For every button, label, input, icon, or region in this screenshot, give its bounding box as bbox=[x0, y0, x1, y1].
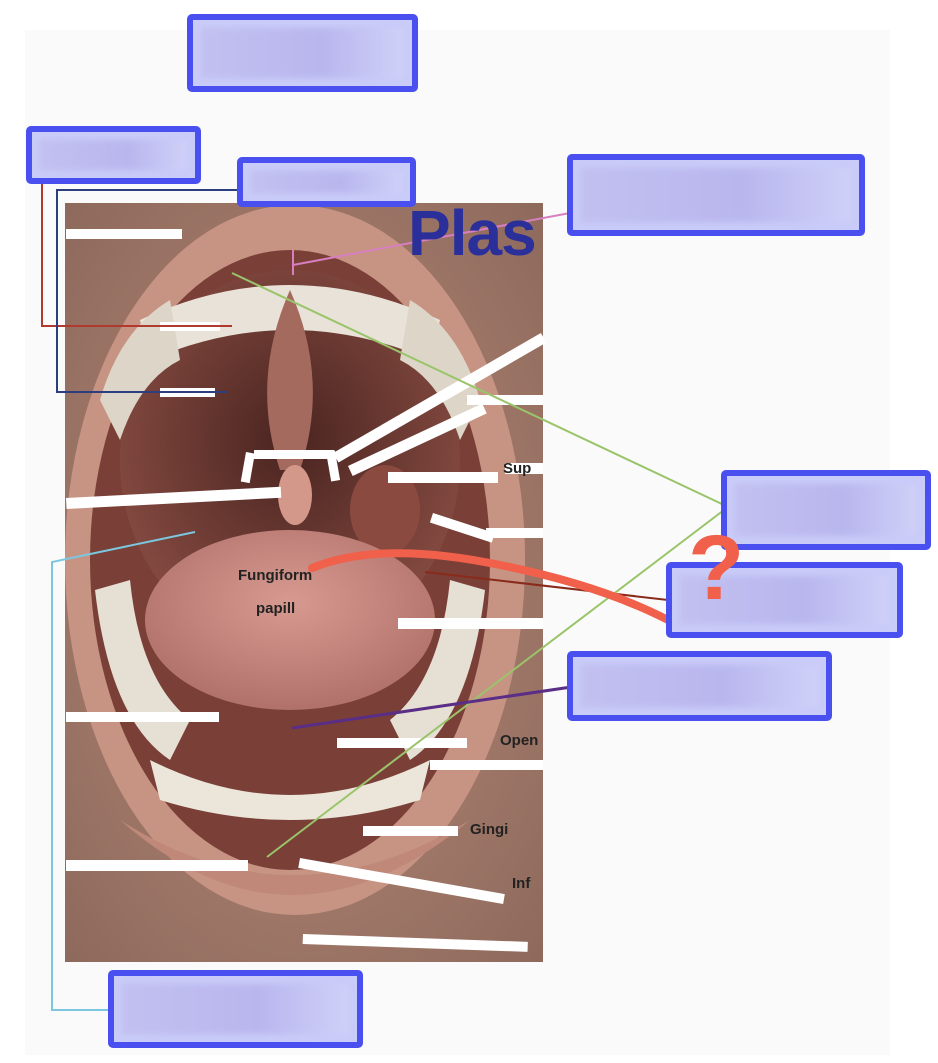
leader-line-red bbox=[41, 182, 232, 327]
mouth-photo bbox=[65, 203, 543, 962]
leader-line-darkred bbox=[424, 571, 669, 601]
leader-line-cyan bbox=[51, 531, 196, 1011]
label-fragment-gingi: Gingi bbox=[470, 821, 509, 838]
scribble-curve bbox=[308, 549, 672, 624]
label-box-right-lower[interactable] bbox=[567, 651, 832, 721]
label-fragment-sup: Sup bbox=[503, 460, 532, 477]
label-fragment-open: Open bbox=[500, 732, 539, 749]
plaster-title-fragment: Plas bbox=[408, 197, 537, 269]
label-box-top-left[interactable] bbox=[26, 126, 201, 184]
label-box-top-center[interactable] bbox=[187, 14, 418, 92]
label-fragment-inf: Inf bbox=[512, 875, 531, 892]
leader-line-green-1 bbox=[231, 272, 725, 506]
label-fragment-papill: papill bbox=[256, 600, 296, 617]
leader-line-green-2 bbox=[266, 509, 725, 858]
leader-lines bbox=[41, 182, 725, 1011]
label-box-upper-lip[interactable] bbox=[237, 157, 416, 207]
label-box-right-question[interactable] bbox=[666, 562, 903, 638]
leader-line-purple bbox=[291, 683, 586, 730]
handwritten-question-mark: ? bbox=[688, 517, 745, 619]
label-box-top-right[interactable] bbox=[567, 154, 865, 236]
label-fragment-fungiform: Fungiform bbox=[238, 567, 313, 584]
label-box-bottom-left[interactable] bbox=[108, 970, 363, 1048]
leader-line-navy bbox=[56, 189, 240, 393]
label-box-right-middle[interactable] bbox=[721, 470, 931, 550]
leader-line-pink bbox=[292, 212, 571, 266]
